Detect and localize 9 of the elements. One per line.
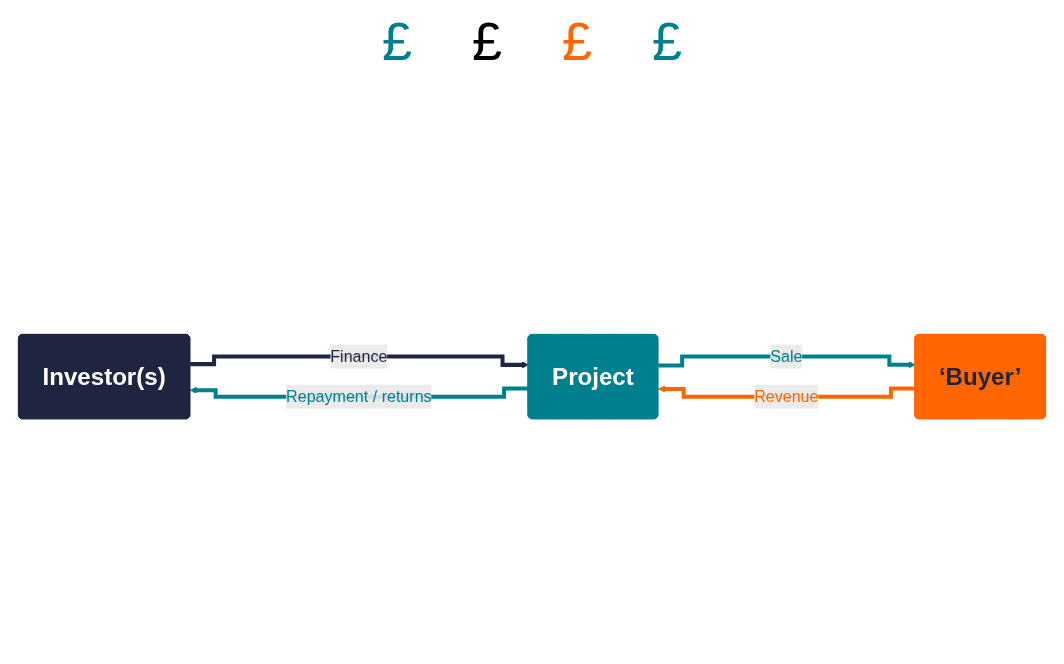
edge-label: Sale: [770, 348, 803, 366]
currency-symbol: £: [562, 10, 593, 72]
currency-symbol: £: [381, 10, 412, 72]
edge-label: Repayment / returns: [286, 388, 432, 406]
currency-symbol: £: [471, 10, 502, 72]
edge-label: Revenue: [754, 388, 819, 406]
currency-symbol: £: [652, 10, 683, 72]
edge-label: Finance: [330, 348, 388, 366]
arrow: [658, 354, 916, 369]
